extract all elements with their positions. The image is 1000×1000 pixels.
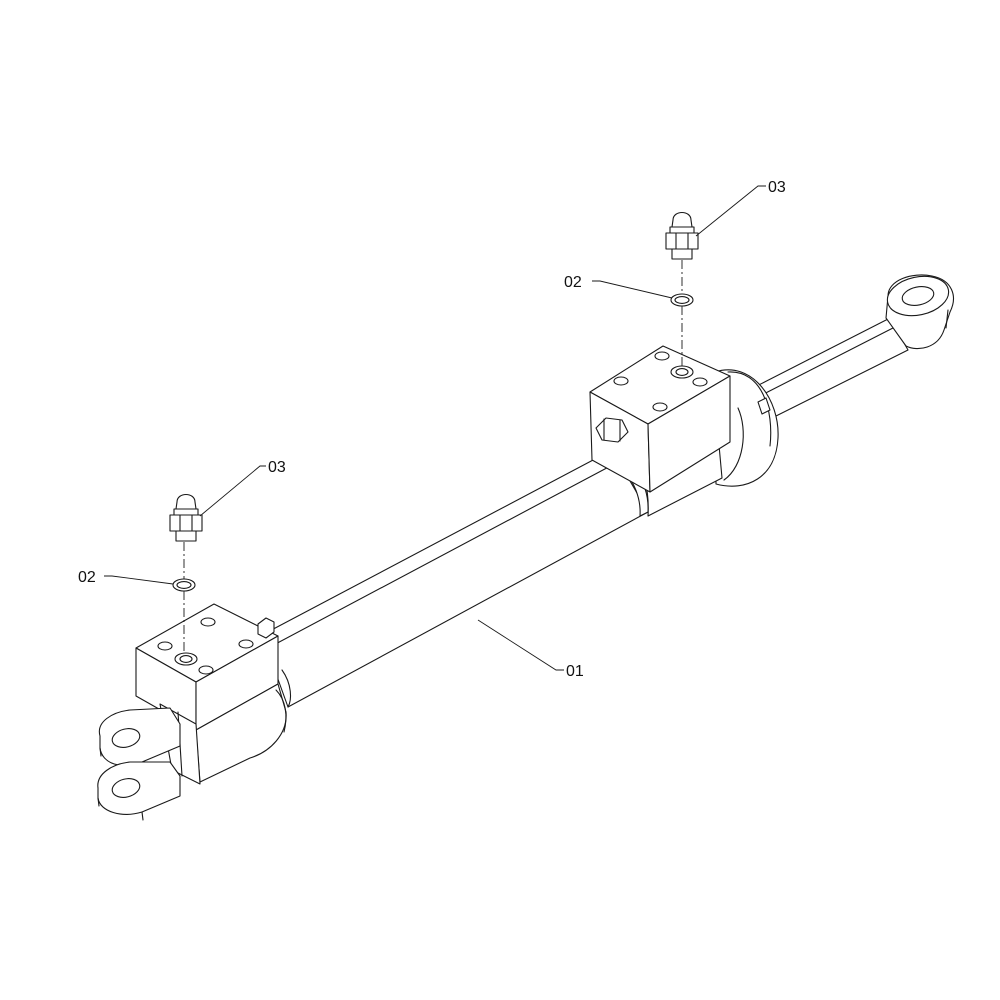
leader-03-right	[695, 185, 766, 237]
fitting-left	[169, 493, 203, 542]
callout-02-right: 02	[564, 274, 582, 291]
clevis	[97, 707, 181, 821]
leader-03-left	[199, 465, 266, 517]
leader-lines	[104, 185, 766, 671]
callout-02-left: 02	[78, 569, 96, 586]
fitting-right	[665, 211, 699, 260]
leader-02-left	[104, 575, 174, 585]
callout-03-left: 03	[268, 459, 286, 476]
port-block-right	[589, 345, 731, 493]
callout-01: 01	[566, 663, 584, 680]
seal-ring-left	[172, 578, 196, 592]
leader-01	[477, 619, 564, 671]
rod-gland	[714, 369, 779, 487]
bleed-nut-right	[595, 417, 629, 443]
seal-ring-right	[670, 293, 694, 307]
leader-02-right	[592, 280, 673, 299]
rod-eye	[885, 274, 954, 350]
port-block-left	[135, 603, 279, 731]
callout-03-right: 03	[768, 179, 786, 196]
